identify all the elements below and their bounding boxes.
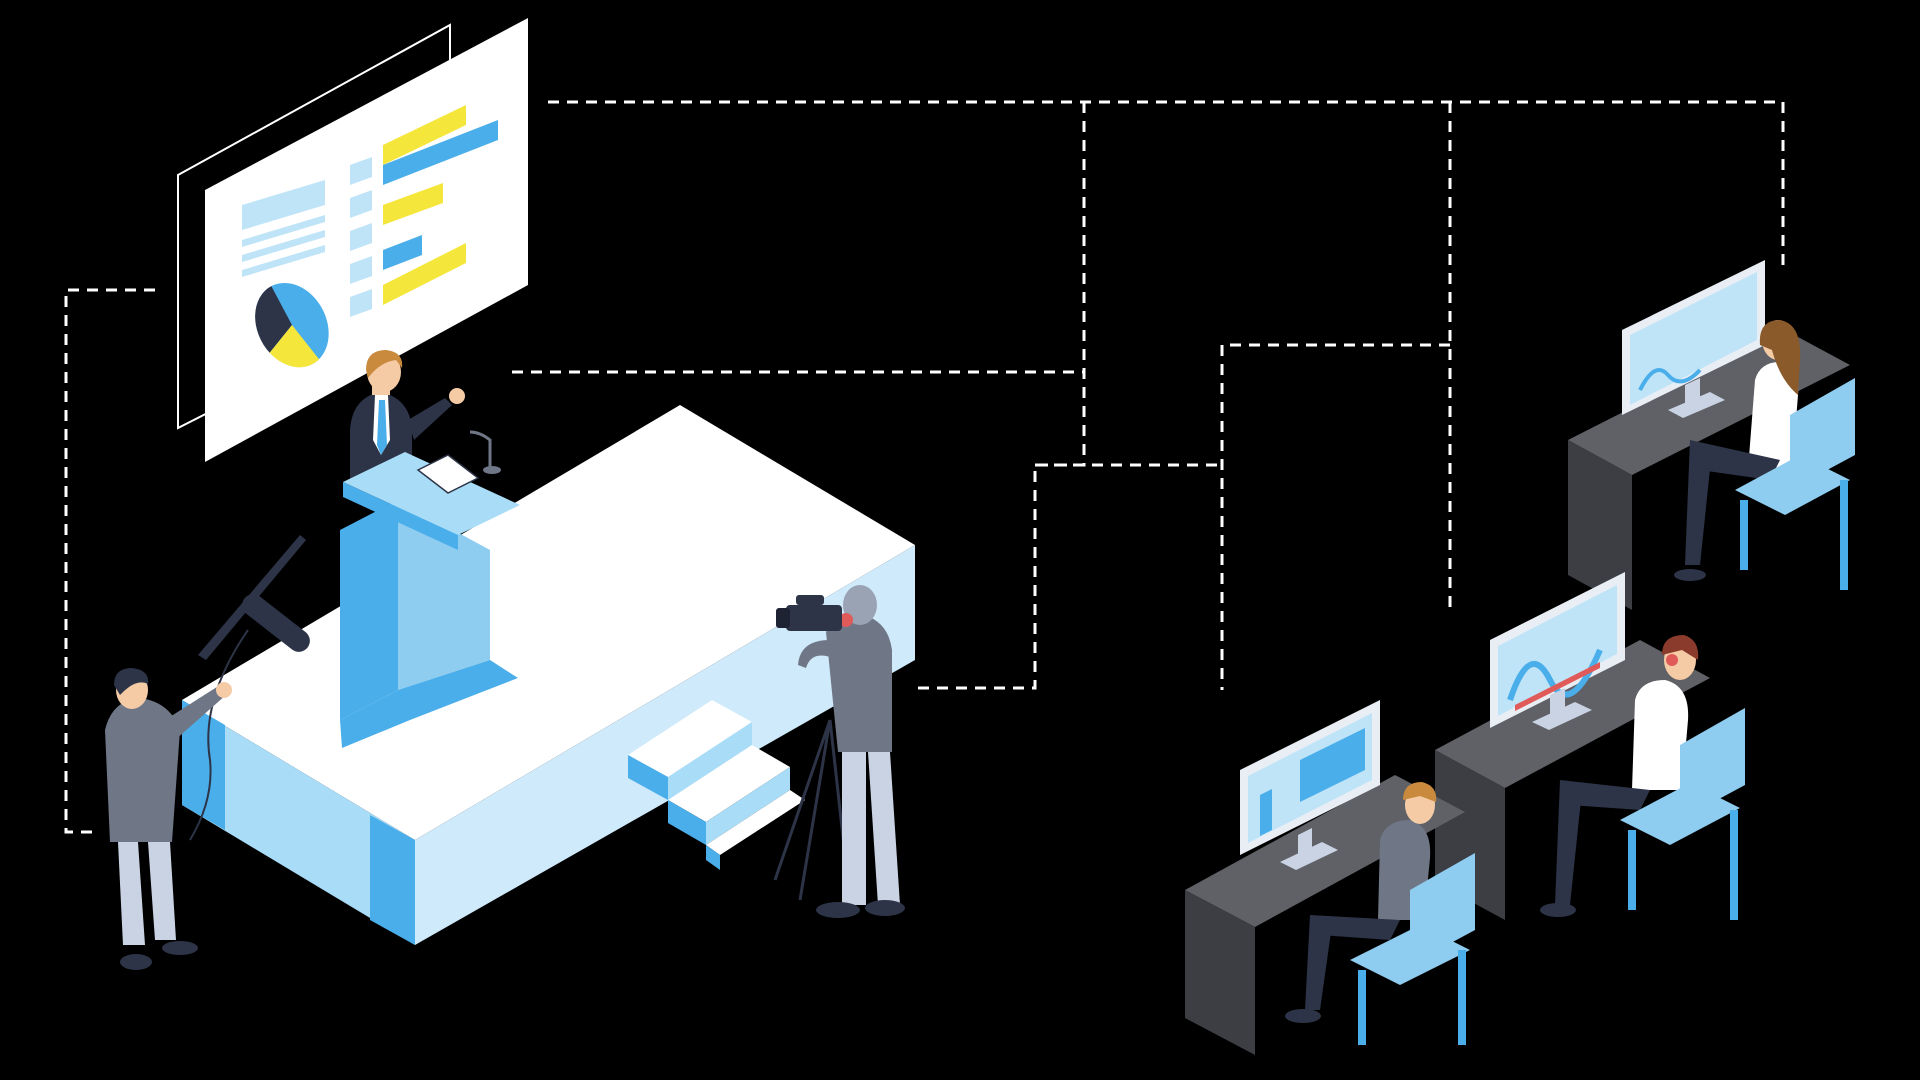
speaker-arm bbox=[408, 398, 452, 440]
worker-man-shirt bbox=[1632, 680, 1689, 790]
worker-woman-hair bbox=[1759, 320, 1801, 395]
camera-operator-shoe bbox=[816, 902, 860, 918]
monitor-icon bbox=[1240, 700, 1380, 870]
workstation-front bbox=[1185, 700, 1475, 1055]
headphones-icon bbox=[839, 613, 853, 627]
worker-man-leg bbox=[1555, 780, 1582, 905]
monitor-icon bbox=[1622, 260, 1765, 418]
chair-top bbox=[1735, 378, 1855, 590]
chair-middle bbox=[1620, 708, 1745, 920]
speech-paper bbox=[416, 454, 480, 494]
monitor-icon bbox=[1490, 572, 1625, 730]
stage-shadow bbox=[182, 700, 225, 830]
worker-front-leg bbox=[1305, 915, 1332, 1010]
speaker-hand bbox=[449, 388, 465, 404]
pie-chart-icon bbox=[255, 282, 329, 368]
top-connection-line bbox=[548, 100, 1785, 270]
video-camera-icon bbox=[776, 595, 842, 631]
screen-text-line bbox=[242, 245, 325, 277]
screen-text-line bbox=[242, 215, 325, 247]
boom-operator-connection-line bbox=[64, 288, 155, 834]
boom-mic-icon bbox=[242, 594, 310, 652]
screen-text-line bbox=[242, 230, 325, 262]
podium-top bbox=[343, 452, 520, 535]
boom-operator bbox=[105, 535, 310, 970]
worker-man-legs bbox=[1560, 780, 1650, 810]
projection-screen bbox=[177, 18, 528, 462]
camera-operator bbox=[773, 585, 905, 918]
screen-text-block bbox=[242, 180, 325, 230]
boom-operator-leg bbox=[148, 842, 176, 940]
stage-shadow bbox=[370, 815, 415, 945]
worker-front-legs bbox=[1310, 915, 1400, 940]
stage-stairs bbox=[628, 700, 805, 870]
worker-woman-leg bbox=[1685, 440, 1712, 565]
workstation-top bbox=[1568, 260, 1855, 610]
camera-connection-line bbox=[915, 102, 1086, 690]
worker-front-shoe bbox=[1285, 1009, 1321, 1023]
desk-side bbox=[1568, 440, 1632, 610]
worker-woman-shoe bbox=[1674, 569, 1706, 581]
worker-front-hair bbox=[1403, 782, 1437, 802]
boom-operator-shoe bbox=[120, 954, 152, 970]
stage-front-left bbox=[182, 700, 415, 945]
camera-operator-head bbox=[843, 585, 877, 625]
connection-lines bbox=[64, 100, 1785, 834]
boom-operator-jacket bbox=[105, 698, 180, 842]
camera-operator-arm bbox=[798, 640, 838, 668]
worker-man-shoe bbox=[1540, 903, 1576, 917]
podium-microphone bbox=[469, 430, 492, 470]
podium bbox=[340, 430, 520, 748]
podium-top-edge bbox=[343, 482, 458, 550]
boom-operator-shoe bbox=[162, 941, 198, 955]
worker-man-hair bbox=[1662, 635, 1699, 660]
desk-side bbox=[1185, 890, 1255, 1055]
bar-chart-icon bbox=[350, 105, 498, 317]
chair-front bbox=[1350, 853, 1475, 1045]
workstation-middle bbox=[1435, 572, 1745, 920]
boom-operator-hand bbox=[216, 682, 232, 698]
podium-base bbox=[340, 660, 518, 748]
podium-front bbox=[340, 500, 398, 720]
camera-operator-jacket bbox=[826, 614, 892, 752]
worker-woman-legs bbox=[1690, 440, 1780, 480]
worker-woman-shirt bbox=[1748, 362, 1799, 470]
camera-operator-shoe bbox=[865, 900, 905, 916]
boom-cable bbox=[189, 629, 249, 841]
speaker-tie bbox=[377, 400, 387, 455]
speaker-hair bbox=[366, 350, 403, 378]
podium-side bbox=[398, 500, 490, 690]
camera-operator-leg bbox=[868, 752, 900, 905]
boom-operator-hair bbox=[114, 668, 149, 695]
mic-base bbox=[483, 466, 501, 474]
camera-operator-leg bbox=[842, 752, 866, 905]
headset-icon bbox=[1666, 654, 1678, 666]
boom-operator-arm bbox=[165, 685, 226, 740]
boom-operator-leg bbox=[118, 842, 145, 945]
desk-left-connection-line bbox=[1220, 343, 1450, 690]
